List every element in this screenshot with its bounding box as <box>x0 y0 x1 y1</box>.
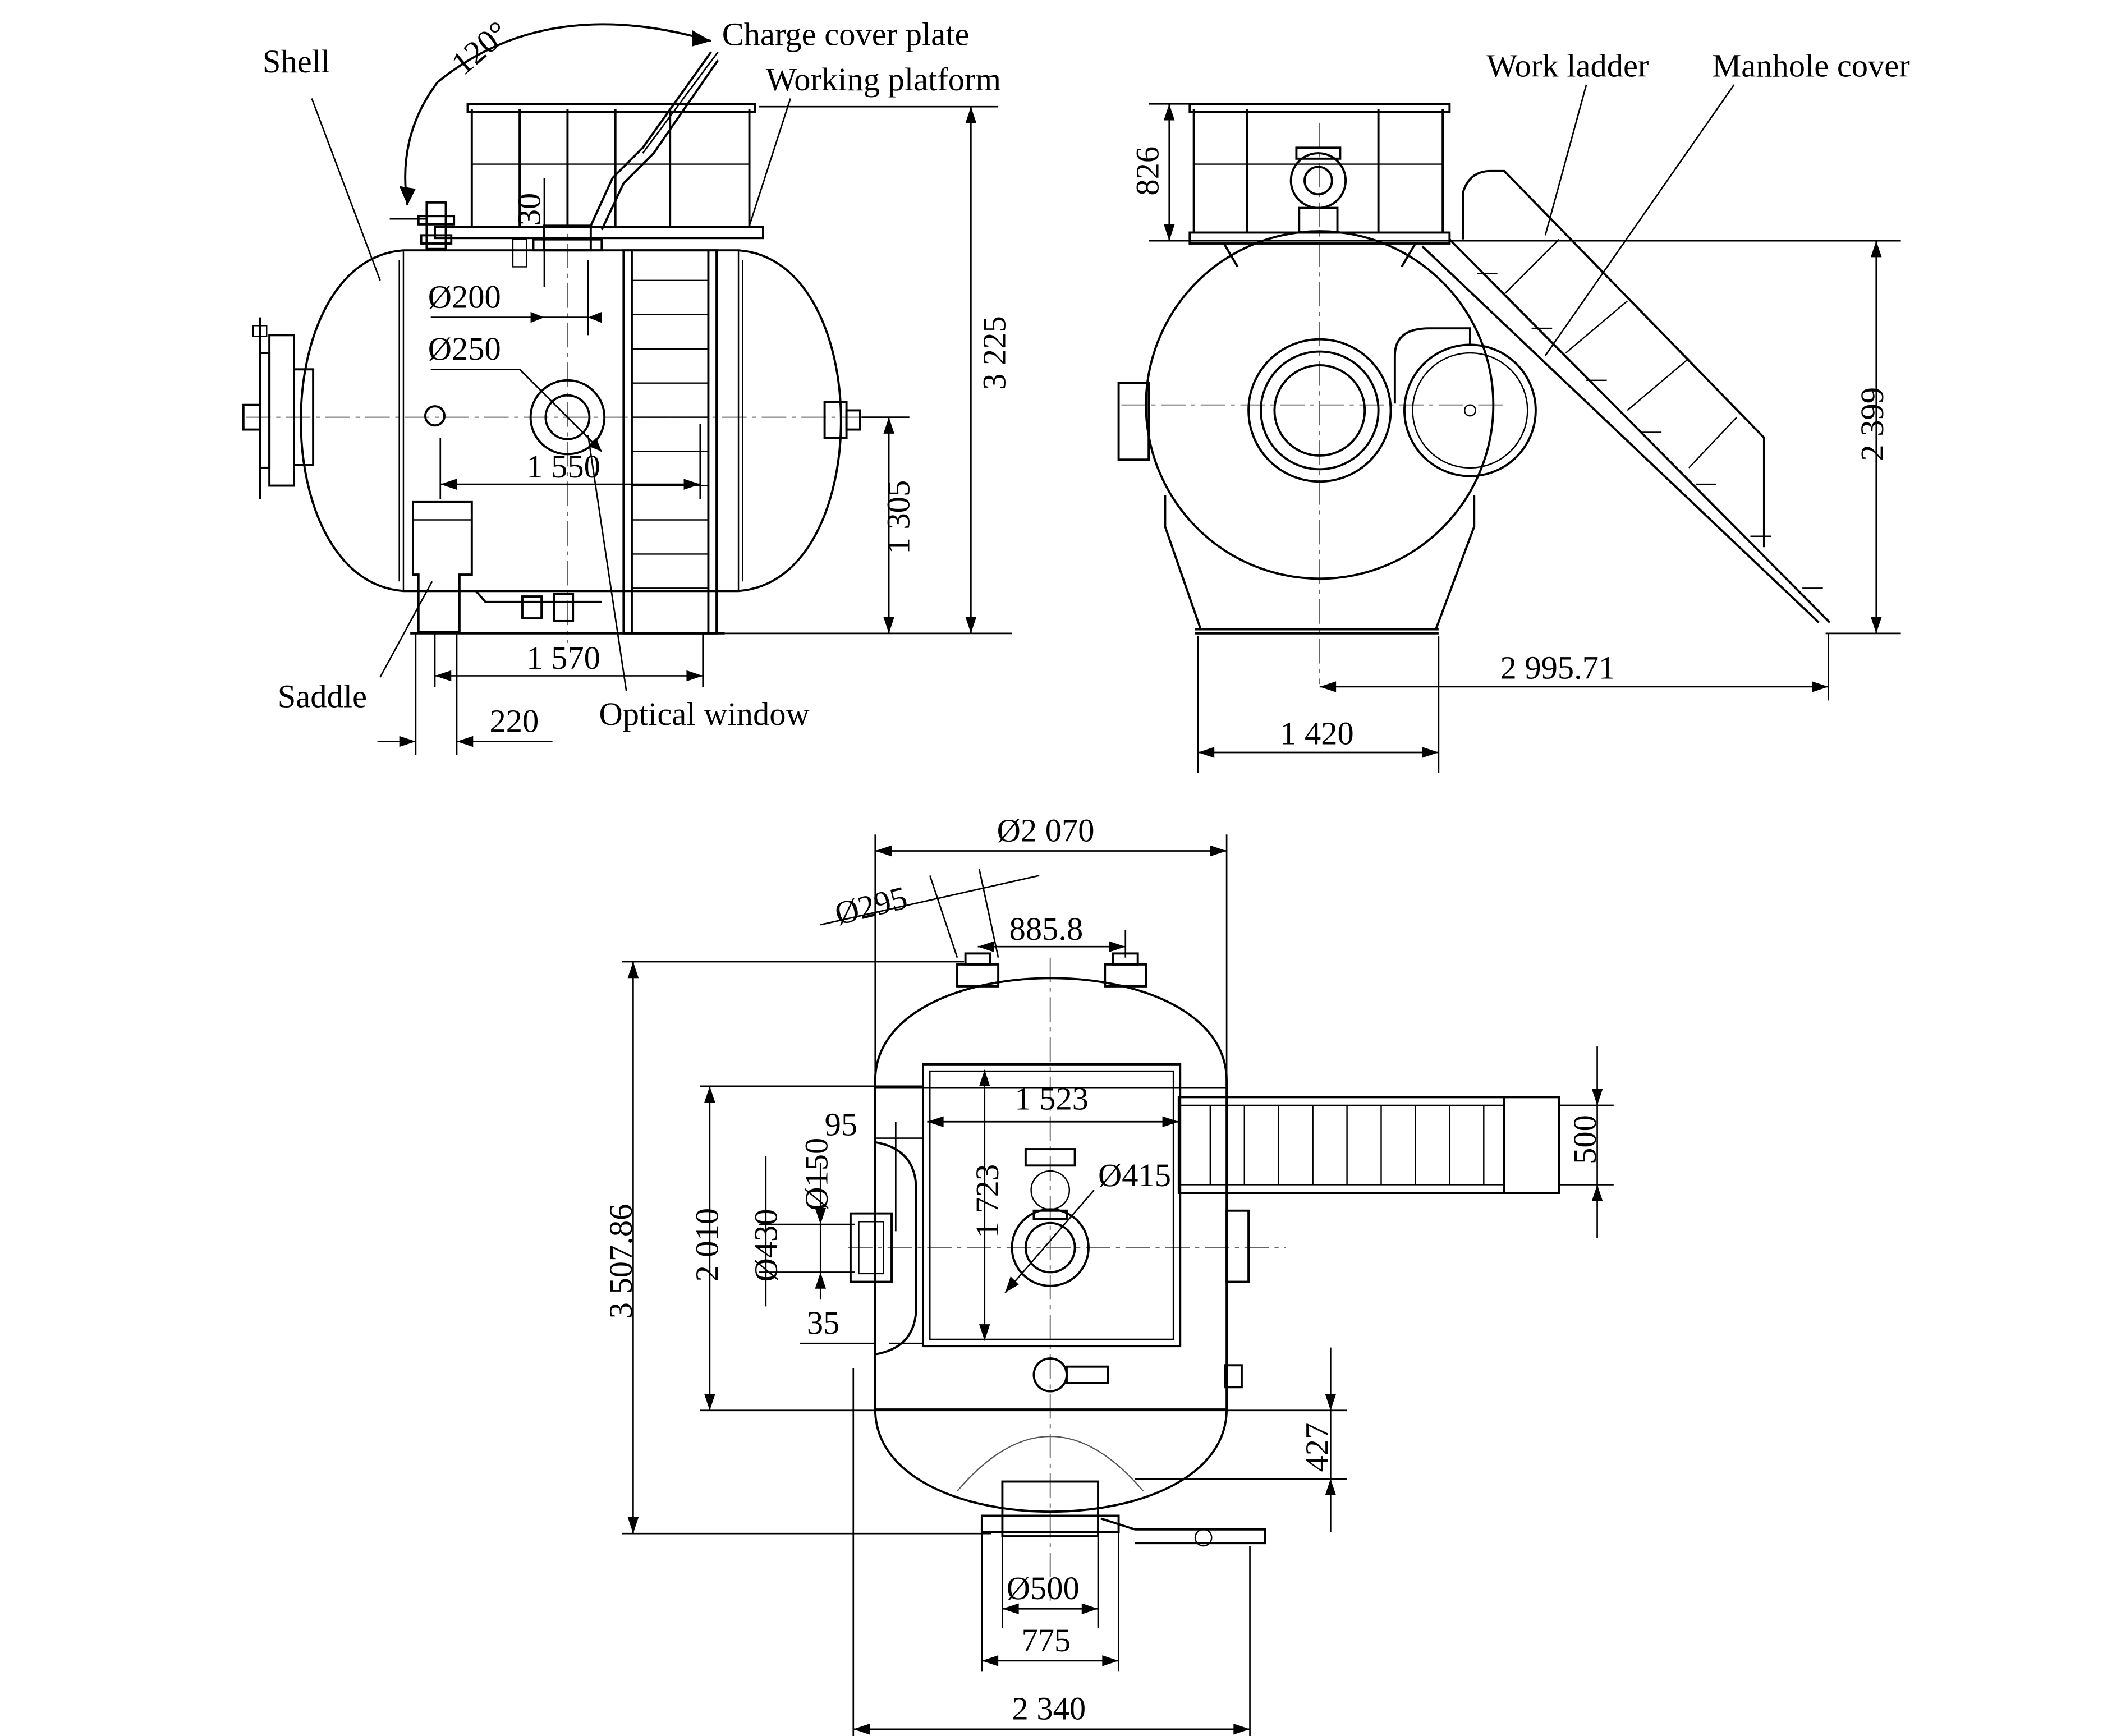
dim-220: 220 <box>489 702 539 739</box>
dim-phi415: Ø415 <box>1098 1157 1171 1193</box>
dim-1305: 1 305 <box>880 480 917 554</box>
plan-dimensions <box>622 834 1614 1736</box>
dim-1523: 1 523 <box>1014 1080 1089 1117</box>
label-manhole-cover: Manhole cover <box>1712 48 1909 84</box>
label-working-platform: Working platform <box>766 61 1001 98</box>
plan-working-platform <box>922 1063 1182 1348</box>
dim-3507-86: 3 507.86 <box>603 1204 639 1319</box>
dim-35: 35 <box>807 1305 839 1341</box>
dim-1570: 1 570 <box>526 640 600 676</box>
front-working-platform <box>434 103 764 240</box>
side-view: Work ladder Manhole cover 826 2 399 2 99… <box>1117 48 1910 773</box>
dim-3225: 3 225 <box>976 316 1012 390</box>
dim-775: 775 <box>1022 1622 1071 1659</box>
dim-2995-71: 2 995.71 <box>1500 649 1615 686</box>
work-ladder <box>1421 169 1831 623</box>
dim-427: 427 <box>1298 1423 1335 1472</box>
dim-angle-120: 120° <box>444 14 516 82</box>
dim-phi250: Ø250 <box>428 330 501 367</box>
side-dimensions <box>1149 103 1901 773</box>
side-working-platform <box>1188 103 1451 268</box>
plan-view: Ø2 070 Ø295 885.8 3 507.86 1 523 95 500 … <box>603 812 1614 1736</box>
plan-shell <box>874 977 1228 1513</box>
dim-phi200: Ø200 <box>428 279 501 315</box>
front-view: Shell Charge cover plate Working platfor… <box>242 14 1012 755</box>
label-shell: Shell <box>263 43 330 80</box>
front-saddle <box>412 500 473 633</box>
dim-1550: 1 550 <box>526 448 600 485</box>
manhole-cover <box>1403 343 1537 477</box>
plan-optical-window <box>1011 1148 1090 1287</box>
dim-phi430: Ø430 <box>747 1209 784 1282</box>
front-optical-window <box>529 379 606 456</box>
dim-1420: 1 420 <box>1280 715 1354 751</box>
side-optical-window <box>1247 338 1392 483</box>
dim-885-8: 885.8 <box>1009 911 1084 947</box>
dim-2399: 2 399 <box>1854 387 1890 461</box>
dim-phi500: Ø500 <box>1007 1570 1080 1606</box>
dim-phi295: Ø295 <box>831 879 911 933</box>
dim-826: 826 <box>1129 146 1165 196</box>
label-optical-window: Optical window <box>599 696 809 732</box>
dim-2010: 2 010 <box>689 1208 726 1282</box>
charge-cover-plate <box>590 51 712 227</box>
dim-1723: 1 723 <box>969 1164 1006 1238</box>
label-saddle: Saddle <box>278 678 367 715</box>
side-shell <box>1145 230 1495 580</box>
dim-phi150: Ø150 <box>798 1138 834 1211</box>
front-dimensions <box>377 105 1012 755</box>
label-work-ladder: Work ladder <box>1486 48 1649 84</box>
front-ladder <box>622 249 718 635</box>
label-charge-cover-plate: Charge cover plate <box>722 16 970 52</box>
plan-ladder <box>1177 1096 1560 1195</box>
dim-phi2070: Ø2 070 <box>997 812 1095 848</box>
dim-95: 95 <box>825 1106 857 1143</box>
dim-30: 30 <box>511 193 548 226</box>
dim-2340: 2 340 <box>1012 1691 1086 1727</box>
dim-500-ladder: 500 <box>1567 1115 1603 1164</box>
